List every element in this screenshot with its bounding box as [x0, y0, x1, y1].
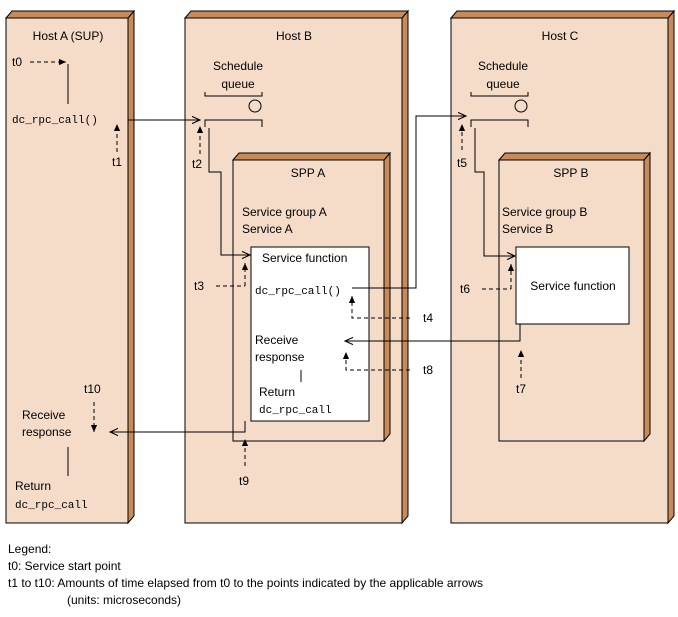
spp-a-return-call: dc_rpc_call — [259, 405, 332, 417]
dispatch-arrow-queue-to-spp-b — [474, 128, 515, 256]
spp-b-service: Service B — [502, 222, 553, 236]
spp-a-service-function-label: Service function — [262, 251, 347, 265]
schedule-queue-b-label-1: Schedule — [213, 59, 263, 73]
dispatch-arrow-queue-to-spp-a — [208, 128, 250, 255]
host-c-title: Host C — [542, 29, 579, 43]
schedule-queue-b-circle — [248, 99, 262, 113]
t6-label: t6 — [460, 282, 470, 296]
spp-a-service-function-box — [250, 246, 370, 422]
schedule-queue-b-slot — [204, 119, 263, 127]
t8-arrow — [342, 352, 410, 371]
legend-title: Legend: — [8, 542, 51, 556]
host-a-return-label: Return — [15, 479, 51, 493]
response-arrow-c-to-spp-a — [345, 324, 521, 341]
schedule-queue-b-label-2: queue — [221, 77, 255, 91]
t2-label: t2 — [192, 157, 202, 171]
host-b-title: Host B — [276, 29, 312, 43]
schedule-queue-b-bracket — [204, 92, 263, 97]
host-a-receive-line-2: response — [22, 425, 72, 439]
request-arrow-spp-a-to-c — [352, 116, 466, 289]
host-a-return-call: dc_rpc_call — [15, 500, 88, 512]
legend-line-2: t1 to t10: Amounts of time elapsed from … — [8, 576, 483, 590]
schedule-queue-c-label-2: queue — [486, 77, 520, 91]
t4-label: t4 — [423, 311, 433, 325]
spp-b-service-function-label: Service function — [530, 279, 615, 293]
t7-label: t7 — [516, 382, 526, 396]
host-a-dc-rpc-call: dc_rpc_call() — [12, 115, 98, 127]
schedule-queue-c-bracket — [470, 92, 529, 97]
spp-a-receive-line-2: response — [255, 350, 305, 364]
host-a-box — [4, 9, 136, 525]
t1-label: t1 — [112, 155, 122, 169]
legend-line-1: t0: Service start point — [8, 559, 121, 573]
spp-b-service-function-box — [515, 246, 630, 325]
spp-a-dc-rpc-call: dc_rpc_call() — [255, 286, 341, 298]
schedule-queue-c-circle — [514, 99, 528, 113]
spp-a-service-group: Service group A — [242, 205, 327, 219]
spp-b-service-group: Service group B — [502, 205, 587, 219]
t9-label: t9 — [239, 474, 249, 488]
spp-a-return-label: Return — [259, 385, 295, 399]
spp-a-receive-line-1: Receive — [255, 333, 299, 347]
t4-arrow — [348, 296, 410, 319]
t5-label: t5 — [457, 156, 467, 170]
response-arrow-spp-a-to-a — [110, 421, 246, 432]
spp-a-title: SPP A — [291, 166, 325, 180]
t3-label: t3 — [194, 279, 204, 293]
t10-label: t10 — [84, 382, 101, 396]
spp-b-title: SPP B — [553, 166, 588, 180]
host-a-receive-line-1: Receive — [22, 408, 66, 422]
legend-line-3: (units: microseconds) — [67, 593, 181, 607]
schedule-queue-c-slot — [470, 119, 529, 127]
schedule-queue-c-label-1: Schedule — [478, 59, 528, 73]
host-a-title: Host A (SUP) — [33, 29, 104, 43]
t8-label: t8 — [423, 363, 433, 377]
t0-label: t0 — [12, 55, 22, 69]
spp-a-service: Service A — [242, 222, 293, 236]
